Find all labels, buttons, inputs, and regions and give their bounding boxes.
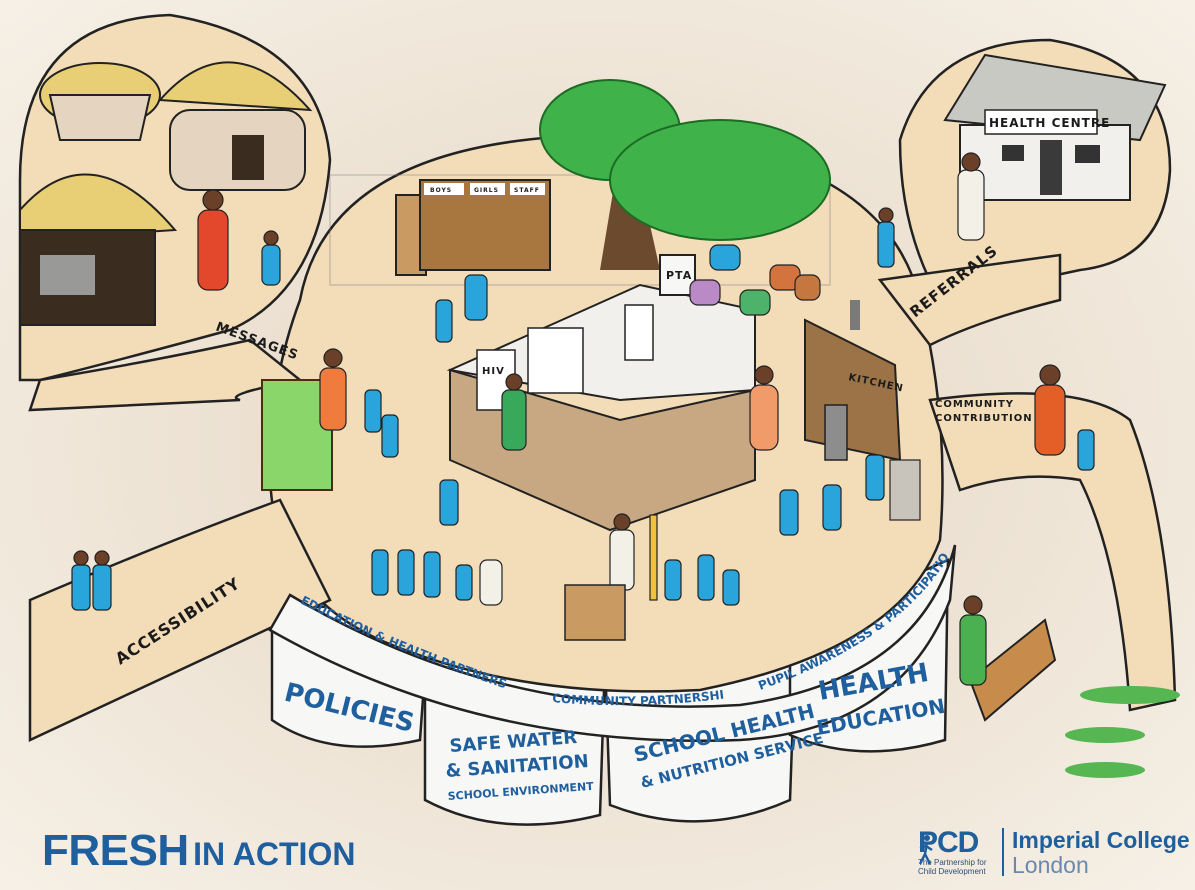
partnership-ring bbox=[268, 544, 957, 743]
logo-divider bbox=[1002, 828, 1004, 876]
label-contribution: CONTRIBUTION bbox=[935, 413, 1033, 424]
pta-board bbox=[659, 254, 696, 296]
pcd-logo: PCD The Partnership for Child Developmen… bbox=[918, 826, 996, 877]
shade-tree bbox=[539, 79, 831, 270]
label-health-centre: HEALTH CENTRE bbox=[989, 116, 1110, 130]
pcd-tagline: The Partnership for Child Development bbox=[918, 858, 987, 876]
pcd-mark: PCD bbox=[918, 826, 979, 859]
footer-fresh: FRESH bbox=[42, 826, 189, 875]
label-hiv: HIV bbox=[482, 366, 505, 377]
label-girls: GIRLS bbox=[474, 187, 499, 194]
kitchen bbox=[804, 300, 902, 462]
logo-bar: PCD The Partnership for Child Developmen… bbox=[918, 828, 1190, 878]
road-messages bbox=[28, 338, 303, 412]
pcd-runner-icon bbox=[918, 835, 933, 865]
road-referrals bbox=[877, 253, 1062, 347]
road-accessibility bbox=[28, 498, 332, 742]
road-community bbox=[928, 392, 1177, 712]
label-staff: STAFF bbox=[514, 187, 540, 194]
footer-in-action: IN ACTION bbox=[193, 836, 356, 872]
imperial-line-2: London bbox=[1012, 852, 1089, 878]
table-cups bbox=[564, 584, 626, 641]
health-centre-building bbox=[943, 53, 1167, 201]
label-pta: PTA bbox=[666, 269, 692, 282]
imperial-logo: Imperial College London bbox=[1012, 828, 1190, 878]
label-community: COMMUNITY bbox=[935, 399, 1014, 410]
imperial-line-1: Imperial College bbox=[1012, 827, 1190, 853]
latrines bbox=[329, 174, 831, 286]
village-huts bbox=[19, 61, 313, 326]
label-boys: BOYS bbox=[430, 187, 452, 194]
market-stall bbox=[968, 618, 1180, 778]
footer-title: FRESH IN ACTION bbox=[42, 826, 355, 876]
people bbox=[71, 152, 1095, 686]
